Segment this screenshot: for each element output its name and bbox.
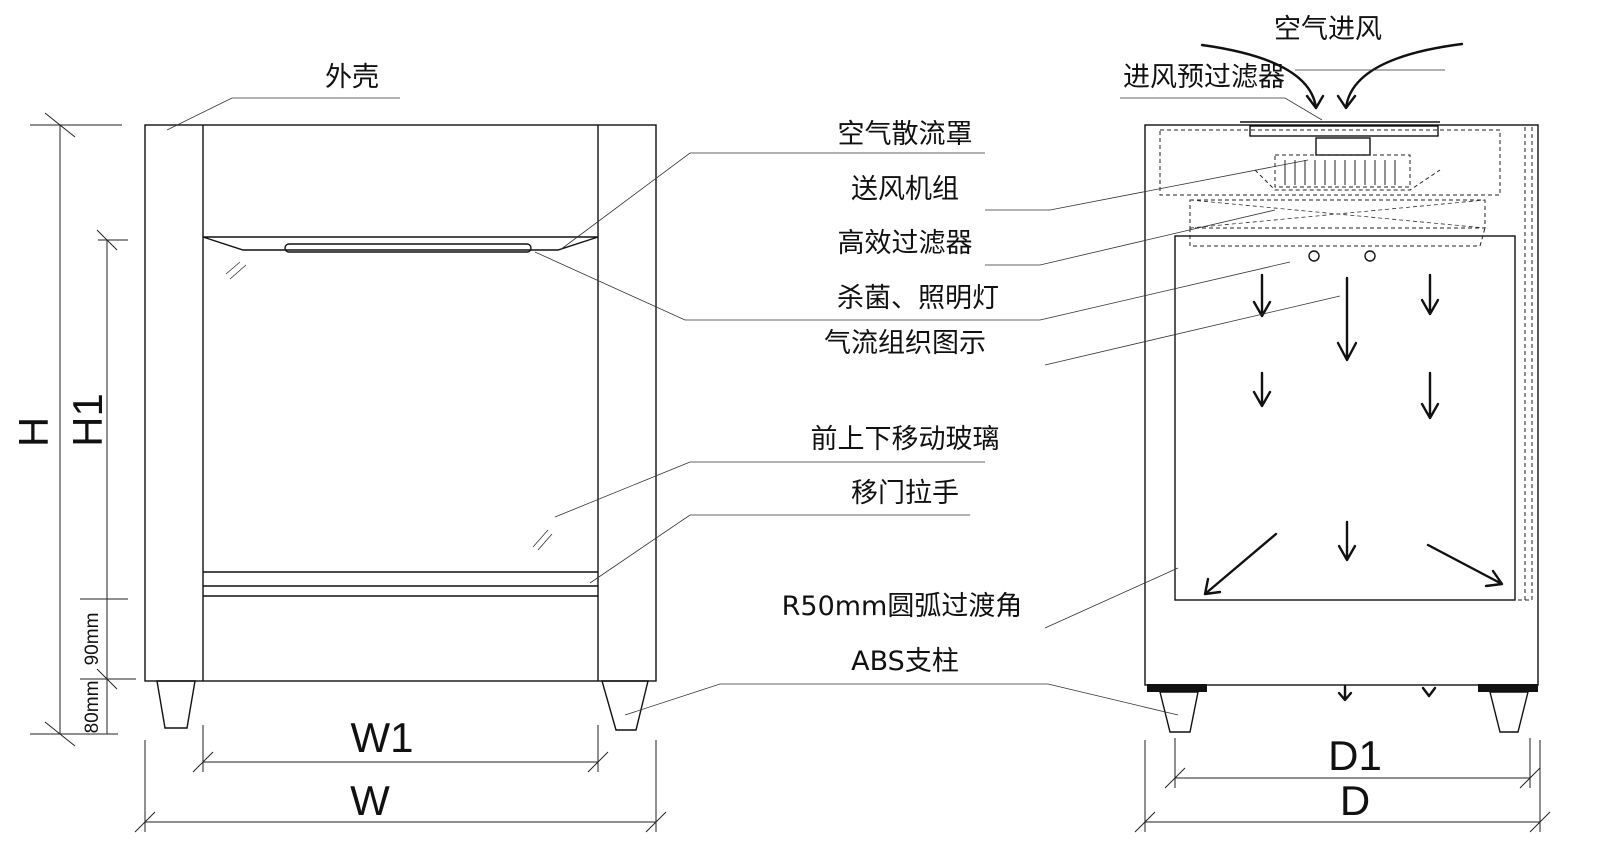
label-air-inlet: 空气进风 [1274,14,1382,45]
label-airflow: 气流组织图示 [824,328,986,359]
side-dimensions: D1 D [1134,732,1551,833]
glass-mark [229,264,247,280]
side-left-leg [1159,691,1199,733]
side-chamber [1174,235,1516,601]
front-view [144,124,657,731]
inlet-arrow-left [1200,43,1325,110]
dim-W1: W1 [351,714,414,761]
label-uv-light: 杀菌、照明灯 [837,283,999,314]
front-lamp-tube [284,243,532,253]
glass-mark [225,261,241,275]
side-base-plate-right [1478,684,1538,692]
side-lamp-2 [1364,250,1376,262]
labels: 外壳 空气进风 进风预过滤器 空气散流罩 送风机组 高效过滤器 杀菌、照明灯 气… [325,14,1382,677]
label-shell: 外壳 [325,62,379,93]
leader-lines [166,69,1445,716]
label-fan-unit: 送风机组 [851,174,959,205]
label-inlet-prefilter: 进风预过滤器 [1123,62,1285,93]
dim-H: H [10,417,57,447]
dim-90mm: 90mm [82,613,103,666]
label-corner: R50mm圆弧过渡角 [782,591,1023,622]
front-left-leg [156,680,196,729]
dim-H1: H1 [64,393,111,447]
side-plenum [1159,129,1501,196]
side-base-plate-left [1147,684,1207,692]
label-abs-leg: ABS支柱 [851,646,959,677]
side-fan-motor [1315,137,1371,156]
glass-mark [537,533,553,551]
front-outer-frame [144,124,657,682]
glass-mark [532,529,549,548]
side-outer-frame [1144,124,1539,686]
label-air-diffuser: 空气散流罩 [838,119,973,150]
side-fan-wheel [1274,154,1411,188]
side-hepa-filter [1189,199,1486,229]
dim-D: D [1340,777,1370,824]
dim-W: W [350,777,390,824]
label-sash-glass: 前上下移动玻璃 [811,424,1000,455]
side-view [1144,121,1539,733]
side-right-leg [1489,691,1529,733]
front-dimensions: H H1 90mm 80mm W1 W [10,112,667,833]
front-air-diffuser [202,236,599,251]
dim-D1: D1 [1328,732,1382,779]
side-fan-blades [1284,160,1396,185]
side-prefilter [1249,125,1439,137]
label-hepa-filter: 高效过滤器 [838,228,973,259]
front-right-leg [601,680,649,731]
side-lamp-1 [1308,250,1320,262]
dim-80mm: 80mm [82,681,103,734]
airflow-arrows [1200,42,1504,596]
inlet-arrow-right [1336,42,1464,110]
label-sash-handle: 移门拉手 [851,478,959,509]
